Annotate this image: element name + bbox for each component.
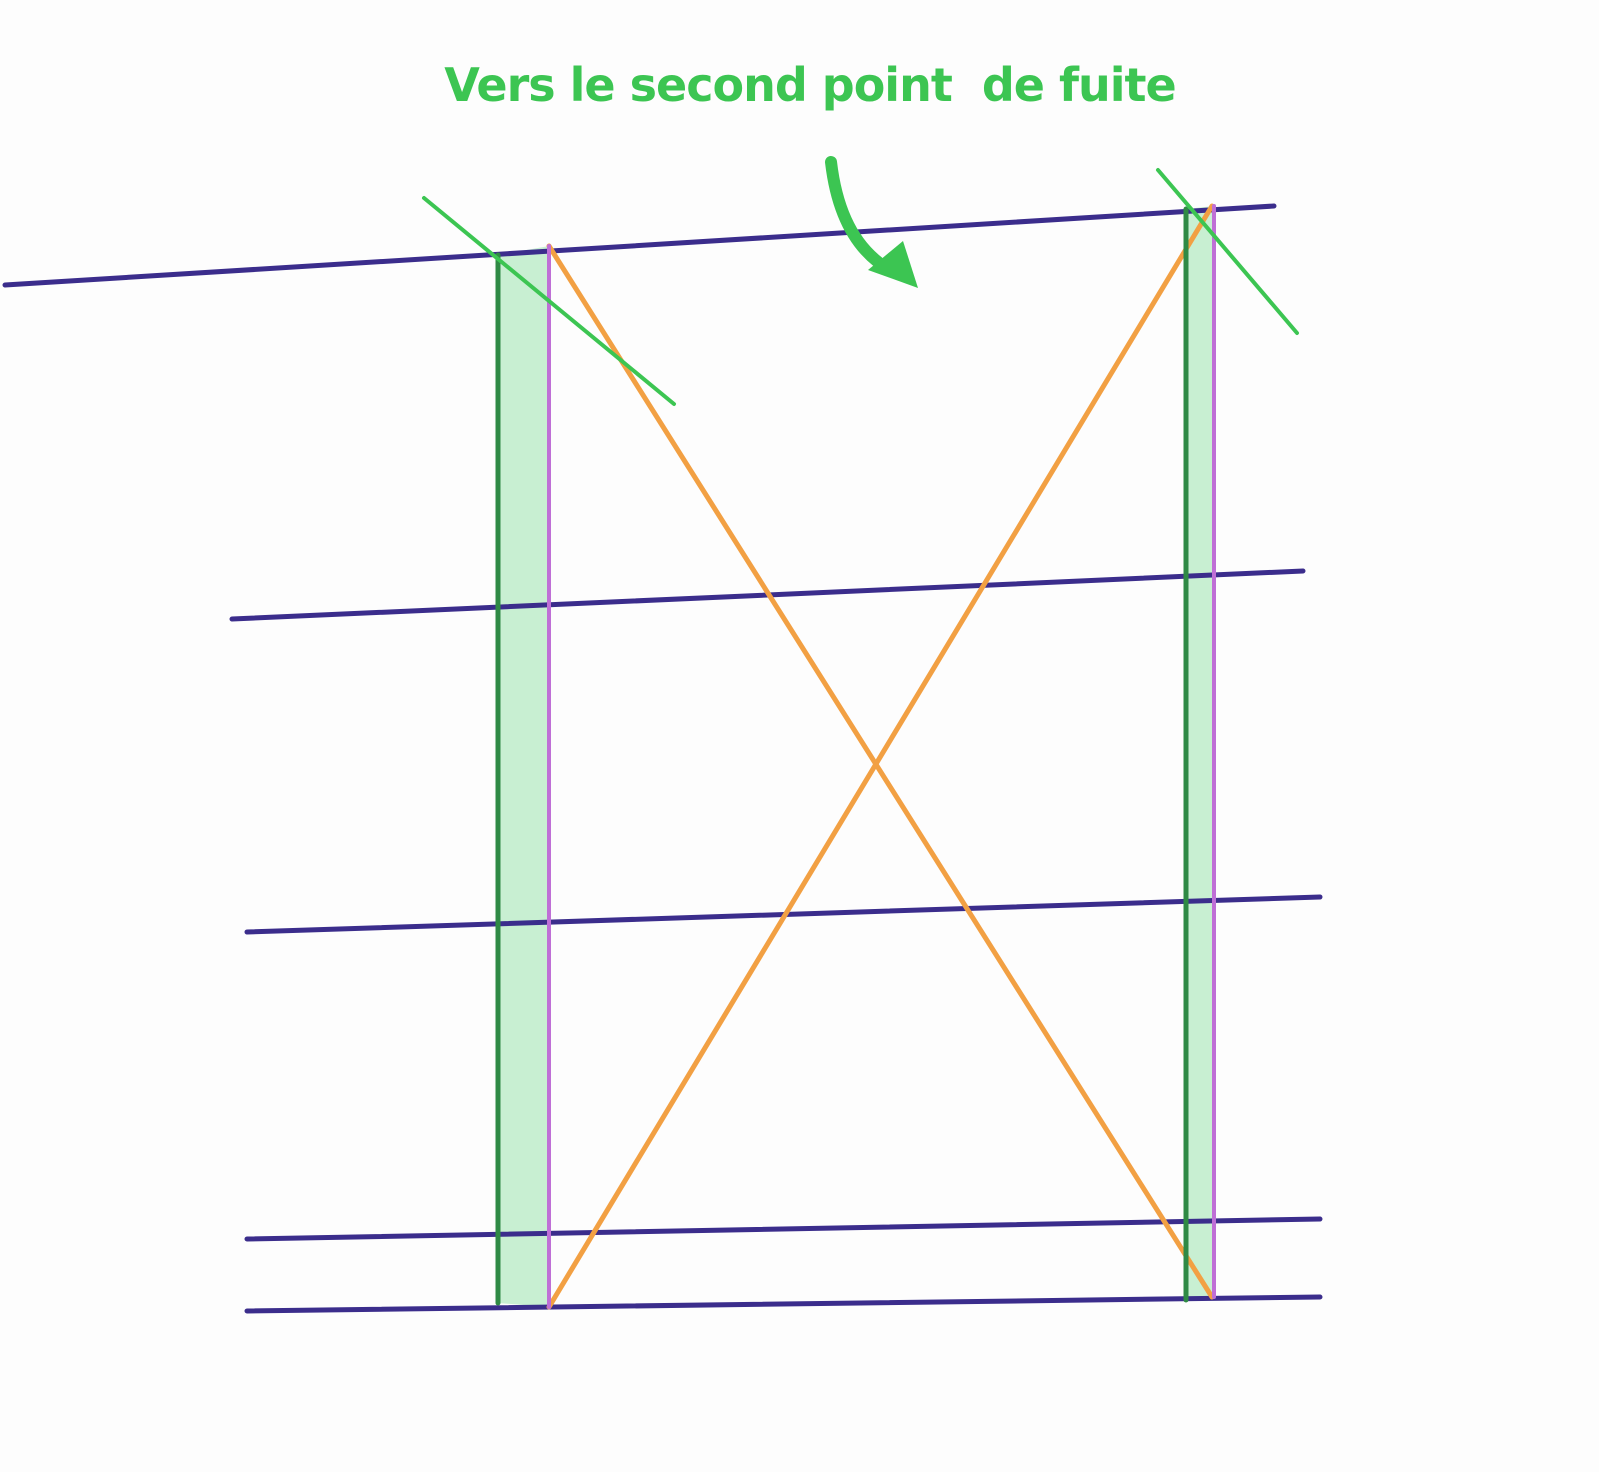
right-strip-fill	[1186, 206, 1214, 1300]
perspective-line-top	[2, 203, 1277, 288]
tangent-line-right	[1156, 168, 1299, 335]
diagonal-line-1	[546, 243, 1215, 1300]
diagonal-line-2	[546, 203, 1215, 1310]
tangent-line-left	[422, 196, 676, 406]
curved-arrow-head	[868, 241, 918, 288]
perspective-line-4	[244, 1216, 1323, 1242]
annotation-label: Vers le second point de fuite	[444, 58, 1176, 112]
perspective-line-bottom	[244, 1294, 1323, 1314]
curved-arrow-shaft	[825, 156, 884, 268]
left-strip-fill	[498, 246, 549, 1307]
